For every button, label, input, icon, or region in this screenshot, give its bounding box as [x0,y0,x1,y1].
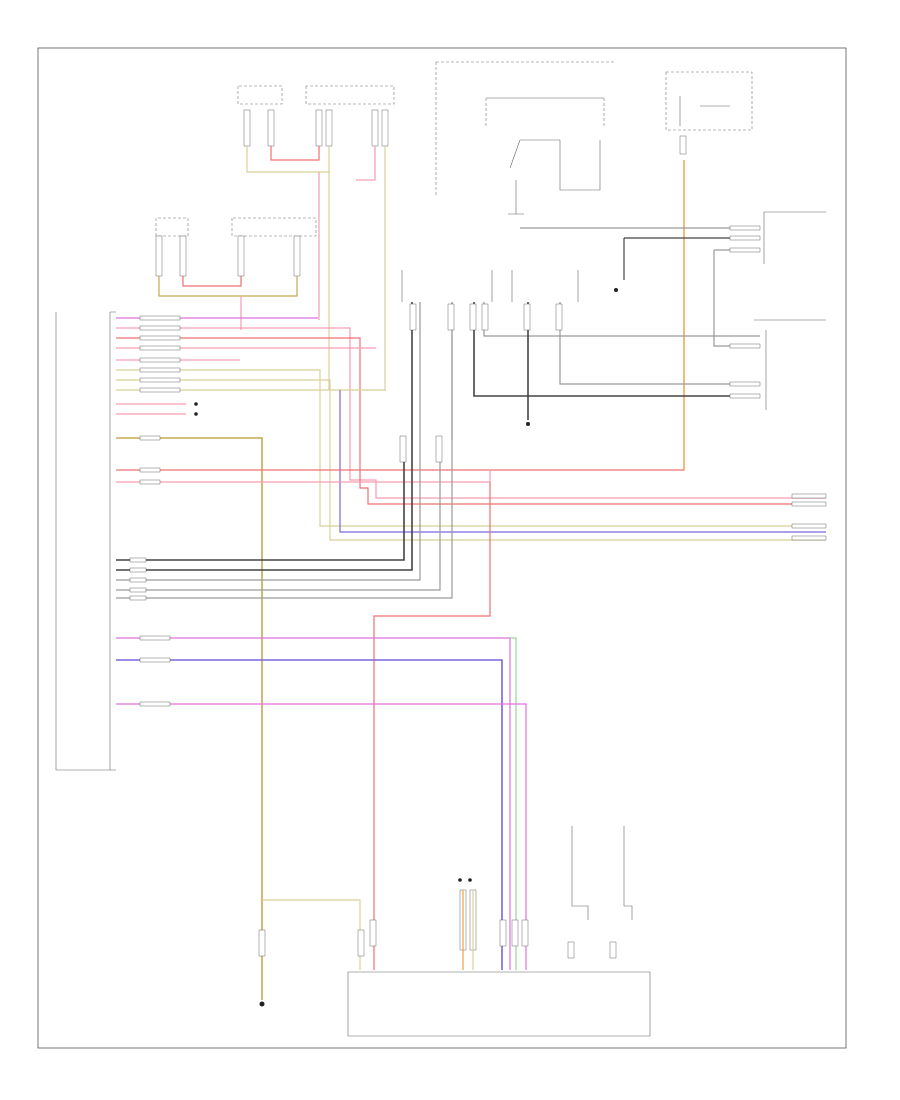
wire-h-2 [116,327,826,499]
wire-dark-1 [116,440,405,561]
speaker-left-rear [155,217,317,277]
diagram-frame [37,47,847,1049]
wire-red-2 [116,470,491,483]
pins-left-conn [194,288,618,463]
wire-red-vert [373,482,491,970]
wire-spk-top-1 [246,146,330,173]
module-right [754,211,826,410]
wire-magenta-1 [116,637,511,970]
wire-gray-tr-2 [713,249,760,347]
wire-gray-1 [116,302,421,581]
fuse-top-right [665,71,753,155]
right-side-terminals [729,225,827,541]
wire-green-1 [510,637,517,970]
left-conn-pin-marks [129,315,181,707]
wire-dark-tr-3 [473,302,760,397]
wire-gray-tr-4 [559,302,760,385]
wire-red-1 [116,160,685,471]
wire-h-6 [116,369,826,527]
wire-h-3 [116,337,826,505]
wire-dark-2 [116,302,413,571]
speaker-left-front [237,85,395,147]
main-connector-left [55,311,116,771]
module-mid-a [401,270,579,302]
wire-gray-2 [116,440,441,591]
wire-tan-branch [262,899,361,970]
wire-spk-top-6 [356,146,376,181]
wire-spk-top-2 [270,146,320,161]
wire-h-9 [339,390,826,533]
wire-brown-ground [116,437,263,1000]
wire-spk-mid-2 [158,276,298,297]
controller-module [347,826,651,1037]
wire-spk-mid-1 [182,276,242,287]
wire-violet-1 [116,659,503,970]
ground-point [258,929,266,1007]
wire-magenta-2 [116,703,527,970]
module-top-mid [435,61,616,215]
wire-h-7 [116,379,826,541]
